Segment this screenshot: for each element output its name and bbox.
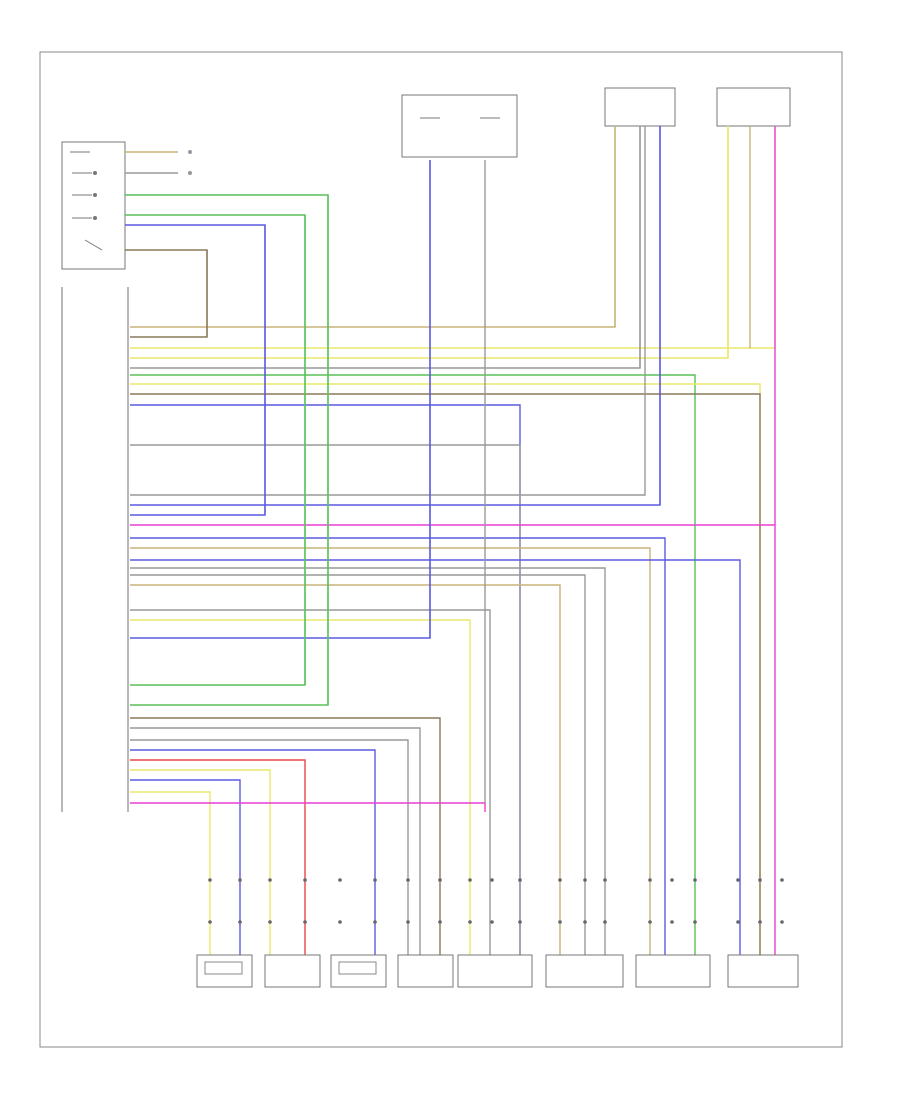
connector-pin (670, 920, 674, 924)
connector-pin (693, 878, 697, 882)
connector-pin (558, 878, 562, 882)
wire-run (130, 195, 329, 706)
wire-run (130, 126, 661, 506)
wire-run (130, 759, 306, 955)
connector-pin (373, 920, 377, 924)
connector-pin (406, 878, 410, 882)
wire-run (130, 802, 486, 812)
connector-pin (558, 920, 562, 924)
wire-run (125, 249, 208, 337)
wire-run (130, 225, 266, 516)
wire-run (130, 404, 521, 955)
connector-pin (648, 920, 652, 924)
connector-pin (736, 920, 740, 924)
wire-run (130, 250, 208, 338)
connector-pin (406, 920, 410, 924)
front-height-sensor-box (716, 87, 791, 127)
connector-pin (238, 878, 242, 882)
wire-run (130, 215, 306, 686)
connector-pin (780, 878, 784, 882)
connector-pin (758, 878, 762, 882)
fuse-box (401, 94, 518, 158)
connector-pin (208, 878, 212, 882)
connector-pin (780, 920, 784, 924)
connector-pin (670, 878, 674, 882)
wire-run (130, 727, 421, 955)
wire-run (130, 126, 729, 359)
connector-pin (438, 878, 442, 882)
wire-run (130, 749, 376, 955)
wire-run (130, 567, 606, 955)
switch-connector (61, 141, 192, 270)
wire-run (130, 791, 211, 955)
wire-run (130, 779, 241, 955)
wire-run (130, 609, 491, 955)
connector-pin (758, 920, 762, 924)
connector-pin (648, 878, 652, 882)
wire-run (130, 559, 741, 955)
wire-run (125, 194, 329, 705)
wire-run (130, 126, 776, 349)
connector-pin (268, 878, 272, 882)
wire-run (130, 574, 586, 955)
connector-pin (303, 920, 307, 924)
wire-run (125, 214, 306, 685)
connector-pin (583, 920, 587, 924)
connector-pin (603, 920, 607, 924)
connector-pin (268, 920, 272, 924)
wire-run (130, 547, 651, 955)
wire-run (130, 126, 646, 496)
wire-run (130, 717, 441, 955)
wire-run (125, 224, 266, 515)
wire-run (130, 444, 521, 955)
connector-pin (490, 878, 494, 882)
rear-height-sensor-box (604, 87, 676, 127)
connector-pin (338, 920, 342, 924)
wire-harness (125, 126, 784, 955)
connector-pin (583, 878, 587, 882)
connector-pin (303, 878, 307, 882)
connector-pin (603, 878, 607, 882)
wire-run (130, 537, 666, 955)
wire-run (130, 393, 761, 955)
bottom-components (196, 954, 799, 988)
wire-run (130, 769, 271, 955)
wire-run (130, 739, 409, 955)
connector-pin (518, 878, 522, 882)
diagram-border (39, 51, 843, 1048)
connector-pin (518, 920, 522, 924)
connector-pin (438, 920, 442, 924)
connector-pin (736, 878, 740, 882)
connector-pin (338, 878, 342, 882)
wire-run (130, 160, 431, 639)
connector-pin (373, 878, 377, 882)
wire-run (130, 374, 696, 955)
wire-run (130, 584, 561, 955)
connector-pin (468, 878, 472, 882)
connector-pin (693, 920, 697, 924)
connector-pin (238, 920, 242, 924)
connector-pin (468, 920, 472, 924)
wire-run (130, 126, 616, 328)
control-module (61, 287, 129, 812)
connector-pin (208, 920, 212, 924)
connector-pin (490, 920, 494, 924)
wire-run (130, 619, 471, 955)
